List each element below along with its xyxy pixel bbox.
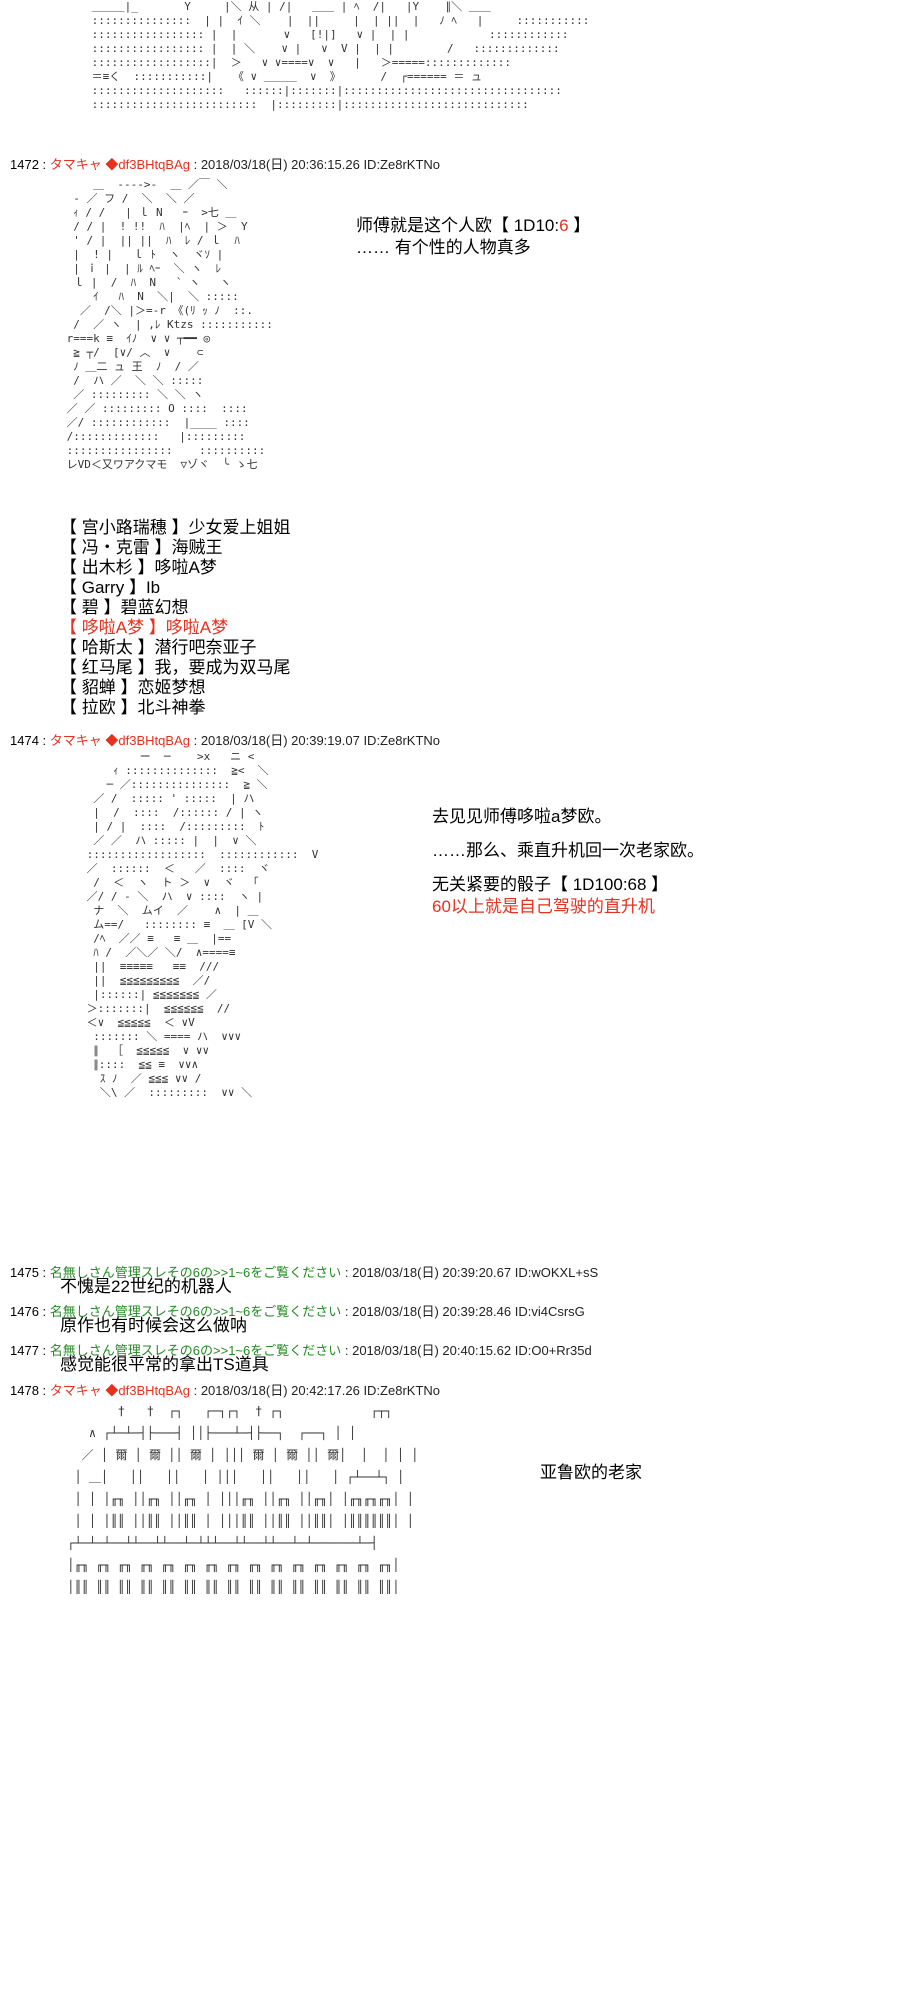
ascii-art-doraemon: ー ─ >x ニ < ｨ :::::::::::::: ≧< ＼ ─ ／::::… xyxy=(86,750,319,1099)
list-item: 【 碧 】碧蓝幻想 xyxy=(60,598,189,617)
post-date: : 2018/03/18(日) 20:39:19.07 ID:Ze8rKTNo xyxy=(193,733,441,748)
poster-name[interactable]: 名無しさん管理スレその6の>>1~6をご覧ください xyxy=(49,1304,342,1319)
post-line: 去见见师傅哆啦a梦欧。 xyxy=(432,807,612,826)
post-date: : 2018/03/18(日) 20:40:15.62 ID:O0+Rr35d xyxy=(344,1343,592,1358)
post-1472-text: 师傅就是这个人欧【 1D10:6 】 …… 有个性的人物真多 xyxy=(356,215,590,259)
poster-trip: ◆df3BHtqBAg xyxy=(105,733,190,748)
post-header-1477: 1477 : 名無しさん管理スレその6の>>1~6をご覧ください : 2018/… xyxy=(10,1340,592,1359)
post-line: 师傅就是这个人欧【 1D10:6 】 xyxy=(356,216,591,235)
list-item: 【 貂蝉 】恋姬梦想 xyxy=(60,678,206,697)
post-1476-text: 原作也有时候会这么做呐 xyxy=(60,1316,247,1335)
post-number: 1478 : xyxy=(10,1383,47,1398)
list-item: 【 冯・克雷 】海贼王 xyxy=(60,538,223,557)
poster-name[interactable]: タマキャ xyxy=(49,157,102,172)
post-number: 1476 : xyxy=(10,1304,47,1319)
post-line: ……那么、乘直升机回一次老家欧。 xyxy=(432,841,704,860)
post-number: 1472 : xyxy=(10,157,47,172)
poster-name[interactable]: タマキャ xyxy=(49,1383,102,1398)
post-header-1472: 1472 : タマキャ ◆df3BHtqBAg : 2018/03/18(日) … xyxy=(10,154,440,173)
post-date: : 2018/03/18(日) 20:39:20.67 ID:wOKXL+sS xyxy=(344,1265,599,1280)
ascii-art-house: † † ┌┐ ┌─┐┌┐ † ┌┐ ┌┬┐ ∧ ┌┴─┴─┤├───┤ ││├─… xyxy=(67,1404,419,1594)
poster-trip: ◆df3BHtqBAg xyxy=(105,1383,190,1398)
post-header-1478: 1478 : タマキャ ◆df3BHtqBAg : 2018/03/18(日) … xyxy=(10,1380,440,1399)
list-item: 【 出木杉 】哆啦A梦 xyxy=(60,558,217,577)
post-date: : 2018/03/18(日) 20:36:15.26 ID:Ze8rKTNo xyxy=(193,157,441,172)
post-line: 无关紧要的骰子【 1D100:68 】 xyxy=(432,875,669,894)
post-1475-text: 不愧是22世纪的机器人 xyxy=(60,1277,232,1296)
list-item: 【 红马尾 】我，要成为双马尾 xyxy=(60,658,291,677)
post-date: : 2018/03/18(日) 20:39:28.46 ID:vi4CsrsG xyxy=(344,1304,585,1319)
post-1474-text: 去见见师傅哆啦a梦欧。 ……那么、乘直升机回一次老家欧。 无关紧要的骰子【 1D… xyxy=(432,806,704,918)
post-line: …… 有个性的人物真多 xyxy=(356,238,531,257)
post-number: 1477 : xyxy=(10,1343,47,1358)
list-item-selected: 【 哆啦A梦 】哆啦A梦 xyxy=(60,618,229,637)
post-1477-text: 感觉能很平常的拿出TS道具 xyxy=(60,1355,269,1374)
poster-name[interactable]: 名無しさん管理スレその6の>>1~6をご覧ください xyxy=(49,1265,342,1280)
character-list: 【 宫小路瑞穗 】少女爱上姐姐 【 冯・克雷 】海贼王 【 出木杉 】哆啦A梦 … xyxy=(60,518,290,718)
list-item: 【 Garry 】Ib xyxy=(60,578,161,597)
post-line: 60以上就是自己驾驶的直升机 xyxy=(432,897,655,916)
list-item: 【 哈斯太 】潜行吧奈亚子 xyxy=(60,638,257,657)
list-item: 【 拉欧 】北斗神拳 xyxy=(60,698,206,717)
post-header-1476: 1476 : 名無しさん管理スレその6の>>1~6をご覧ください : 2018/… xyxy=(10,1301,585,1320)
poster-name[interactable]: タマキャ xyxy=(49,733,102,748)
post-header-1474: 1474 : タマキャ ◆df3BHtqBAg : 2018/03/18(日) … xyxy=(10,730,440,749)
post-date: : 2018/03/18(日) 20:42:17.26 ID:Ze8rKTNo xyxy=(193,1383,441,1398)
poster-name[interactable]: 名無しさん管理スレその6の>>1~6をご覧ください xyxy=(49,1343,342,1358)
post-number: 1475 : xyxy=(10,1265,47,1280)
ascii-art-top: ＿＿＿|_ Y |＼ 从 | /| ＿＿ | ﾍ /| |Y ∥＼ ＿＿ :::… xyxy=(91,0,590,111)
poster-trip: ◆df3BHtqBAg xyxy=(105,157,190,172)
post-1478-text: 亚鲁欧的老家 xyxy=(540,1463,642,1482)
post-number: 1474 : xyxy=(10,733,47,748)
ascii-art-girl: ＿ ‐‐-‐>- ＿ ／￣ ＼ ‐ ／ フ / ＼ ＼ ／ ｨ / / | ｌ … xyxy=(66,178,273,471)
post-header-1475: 1475 : 名無しさん管理スレその6の>>1~6をご覧ください : 2018/… xyxy=(10,1262,598,1281)
list-item: 【 宫小路瑞穗 】少女爱上姐姐 xyxy=(60,518,291,537)
